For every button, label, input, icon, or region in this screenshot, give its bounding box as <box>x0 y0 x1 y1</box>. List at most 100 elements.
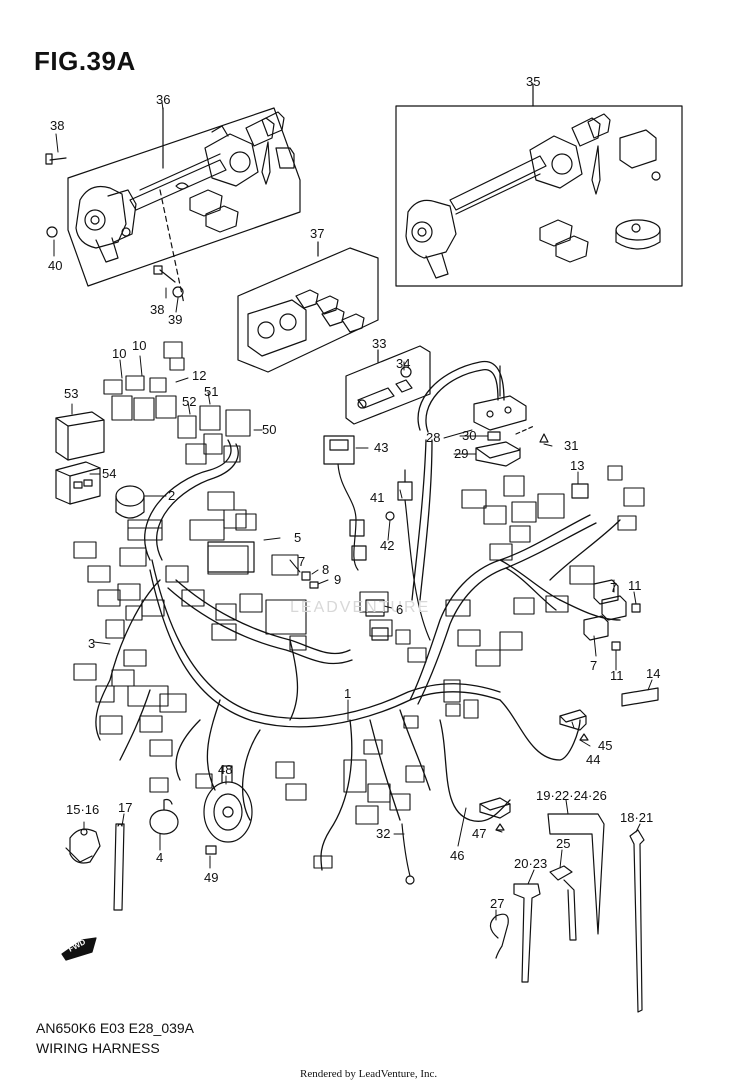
callout-label: 34 <box>396 356 410 371</box>
callout-label: 30 <box>462 428 476 443</box>
watermark-text: LEADVENTURE <box>290 599 430 616</box>
callout-label: 48 <box>218 762 232 777</box>
callout-label: 7 <box>590 658 597 673</box>
callout-label: 45 <box>598 738 612 753</box>
grommet-2 <box>115 485 145 519</box>
callout-label: 27 <box>490 896 504 911</box>
tie-18-21 <box>629 829 645 1013</box>
callout-label: 6 <box>396 602 403 617</box>
callout-label: 46 <box>450 848 464 863</box>
callout-label: 44 <box>586 752 600 767</box>
tie-20-23 <box>513 883 541 983</box>
callout-label: 31 <box>564 438 578 453</box>
fuse-box-5 <box>207 541 255 573</box>
callout-label: 41 <box>370 490 384 505</box>
screw-38-bottom <box>153 265 176 283</box>
switch-43 <box>323 435 367 571</box>
switch-caps-35 <box>539 219 589 263</box>
callout-label: 39 <box>168 312 182 327</box>
callout-label: 52 <box>182 394 196 409</box>
callout-label: 38 <box>150 302 164 317</box>
callout-label: 43 <box>374 440 388 455</box>
bracket-28 <box>473 365 527 431</box>
harness-32 <box>401 823 411 877</box>
callout-label: 49 <box>204 870 218 885</box>
ecu-29 <box>475 441 521 467</box>
callout-label: 11 <box>628 578 642 593</box>
forward-arrow <box>61 937 97 961</box>
group-box-36 <box>67 107 301 287</box>
label-14 <box>621 687 659 707</box>
switch-block-37 <box>247 289 365 357</box>
callout-label: 51 <box>204 384 218 399</box>
cap-35 <box>615 219 661 250</box>
callout-label: 10 <box>132 338 146 353</box>
screw-38-top <box>45 153 67 165</box>
callout-label: 17 <box>118 800 132 815</box>
main-harness-1 <box>95 361 621 871</box>
figure-title: FIG.39A <box>34 46 136 76</box>
callout-label: 8 <box>322 562 329 577</box>
callout-label: 1 <box>344 686 351 701</box>
keys-35 <box>571 113 661 195</box>
clip-25 <box>549 865 577 941</box>
callout-label: 14 <box>646 666 660 681</box>
switch-caps-36 <box>189 189 239 233</box>
callout-label: 50 <box>262 422 276 437</box>
callout-label: 38 <box>50 118 64 133</box>
callout-label: 40 <box>48 258 62 273</box>
callout-label: 42 <box>380 538 394 553</box>
callout-label: 33 <box>372 336 386 351</box>
callout-label: 9 <box>334 572 341 587</box>
callout-label: 28 <box>426 430 440 445</box>
callout-label: 11 <box>610 668 624 683</box>
callout-label: 7 <box>298 554 305 569</box>
callout-label: 3 <box>88 636 95 651</box>
horn-48 <box>203 765 253 843</box>
callout-label: 37 <box>310 226 324 241</box>
group-box-35 <box>395 105 683 287</box>
figure-code: AN650K6 E03 E28_039A <box>36 1020 195 1036</box>
callout-label: 25 <box>556 836 570 851</box>
nut-49 <box>205 845 217 855</box>
callout-label: 29 <box>454 446 468 461</box>
render-credit: Rendered by LeadVenture, Inc. <box>300 1068 438 1080</box>
screw-31 <box>539 433 549 443</box>
switch-housing-36 <box>75 125 259 263</box>
callout-label: 53 <box>64 386 78 401</box>
connector-6 <box>365 599 389 641</box>
callout-label: 54 <box>102 466 116 481</box>
clip-27 <box>489 913 509 959</box>
clamp-46 <box>479 797 511 831</box>
switch-33 <box>357 366 413 409</box>
figure-name: WIRING HARNESS <box>36 1040 160 1056</box>
washer-39 <box>172 286 184 298</box>
cap-4 <box>149 798 179 835</box>
clamp-15-16 <box>65 828 101 864</box>
callout-label: 19·22·24·26 <box>536 788 607 803</box>
clip-30 <box>487 431 501 441</box>
connector-13 <box>571 483 589 499</box>
callout-label: 20·23 <box>514 856 547 871</box>
leader-lines <box>53 101 653 921</box>
fuse-9 <box>309 581 319 589</box>
group-box-37 <box>237 247 379 373</box>
callout-label: 10 <box>112 346 126 361</box>
callout-label: 32 <box>376 826 390 841</box>
strap-17 <box>113 823 125 911</box>
callout-label: 12 <box>192 368 206 383</box>
relay-53 <box>55 411 105 461</box>
tie-19-26 <box>547 813 605 935</box>
callout-label: 4 <box>156 850 163 865</box>
callout-label: 7 <box>610 580 617 595</box>
callout-label: 18·21 <box>620 810 653 825</box>
callout-label: 36 <box>156 92 170 107</box>
relay-54 <box>55 461 101 505</box>
callout-label: 5 <box>294 530 301 545</box>
callout-label: 15·16 <box>66 802 99 817</box>
washer-40 <box>46 226 58 238</box>
callout-label: 35 <box>526 74 540 89</box>
